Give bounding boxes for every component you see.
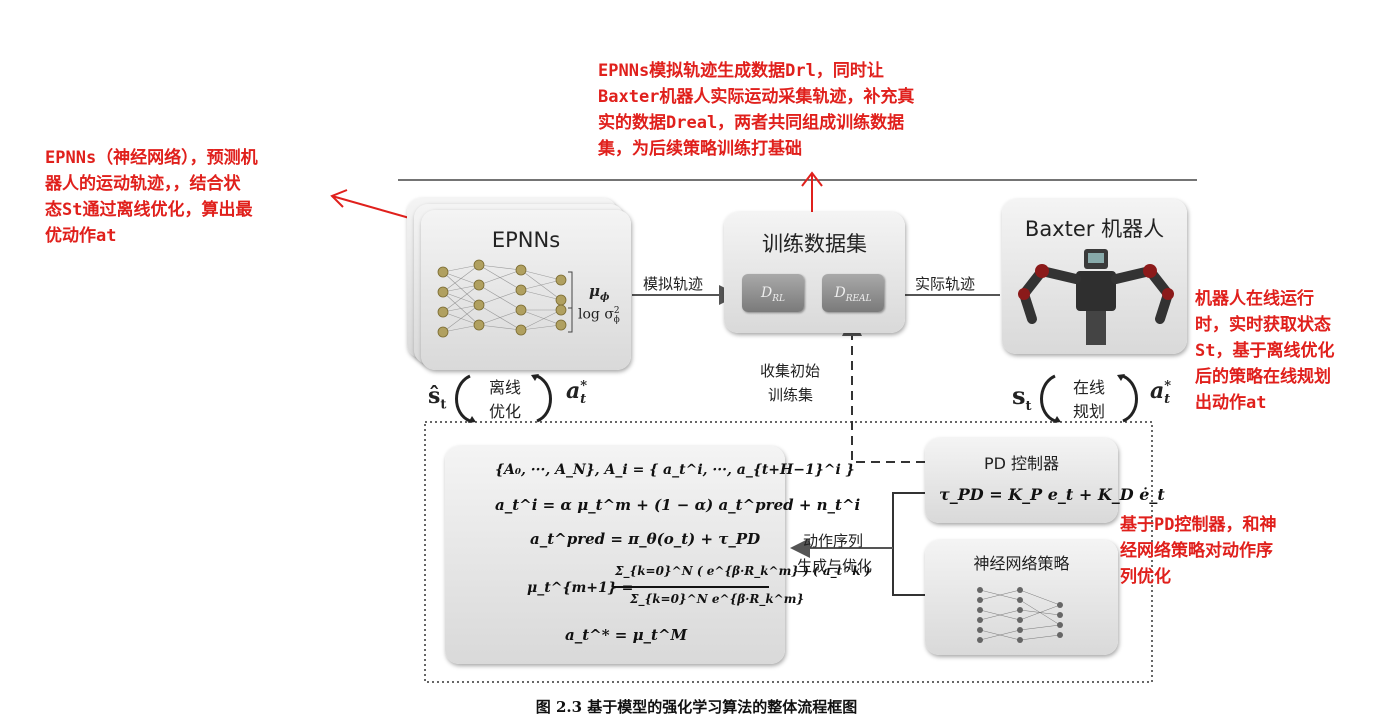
annotation-baxter: 机器人在线运行 时，实时获取状态 St，基于离线优化 后的策略在线规划 出动作a…: [1195, 289, 1335, 413]
online-label-2: 规划: [1073, 402, 1106, 421]
pd-controller-card: PD 控制器 τ_PD = K_P e_t + K_D ė_t: [925, 438, 1165, 523]
baxter-title: Baxter 机器人: [1024, 217, 1165, 241]
formula-action-pred: a_t^pred = π_θ(o_t) + τ_PD: [530, 530, 761, 548]
offline-label-2: 优化: [489, 402, 522, 421]
mu-phi-label: μϕ: [589, 282, 610, 303]
formula-mu-lhs: μ_t^{m+1} =: [527, 580, 634, 596]
epnns-title: EPNNs: [491, 228, 561, 252]
formula-action-set: {A₀, ···, A_N}, A_i = { a_t^i, ···, a_{t…: [495, 462, 855, 478]
sim-trajectory-label: 模拟轨迹: [643, 275, 704, 293]
sequence-label-2: 生成与优化: [797, 557, 873, 575]
offline-arc-left: [455, 374, 471, 423]
online-arc-left: [1040, 374, 1056, 423]
formula-final-action: a_t^* = μ_t^M: [565, 626, 688, 644]
sequence-label-1: 动作序列: [803, 532, 864, 550]
optimization-region: [424, 421, 1153, 683]
online-action: a*t: [1150, 378, 1172, 408]
formulas-card: {A₀, ···, A_N}, A_i = { a_t^i, ···, a_{t…: [445, 446, 870, 664]
offline-action: a*t: [566, 378, 588, 408]
d-rl-box: DRL: [742, 274, 804, 312]
policy-card: 神经网络策略: [925, 540, 1118, 655]
figure-caption: 图 2.3 基于模型的强化学习算法的整体流程框图: [535, 698, 858, 716]
collect-label-2: 训练集: [768, 386, 814, 404]
dataset-card: 训练数据集 DRL DREAL: [724, 212, 905, 333]
offline-state: ŝt: [428, 383, 447, 413]
epnns-network-icon: [437, 259, 573, 338]
online-label-1: 在线: [1073, 378, 1106, 397]
baxter-card: Baxter 机器人: [1002, 199, 1187, 354]
online-state: st: [1012, 381, 1032, 414]
collect-dashed-arrow: [842, 316, 925, 463]
dataset-title: 训练数据集: [762, 232, 867, 256]
policy-title: 神经网络策略: [973, 554, 1070, 573]
d-real-box: DREAL: [822, 274, 884, 312]
annotation-dataset: EPNNs模拟轨迹生成数据Drl，同时让 Baxter机器人实际运动采集轨迹，补…: [598, 61, 915, 159]
formula-mu-numerator: Σ_{k=0}^N ( e^{β·R_k^m} ) ( a_t^k ): [615, 564, 871, 578]
formula-mu-denominator: Σ_{k=0}^N e^{β·R_k^m}: [630, 592, 805, 606]
real-trajectory-label: 实际轨迹: [915, 275, 976, 293]
annotation-epnns: EPNNs（神经网络），预测机 器人的运动轨迹，，结合状 态St通过离线优化，算…: [45, 148, 258, 246]
formula-action-sample: a_t^i = α μ_t^m + (1 − α) a_t^pred + n_t…: [495, 496, 861, 514]
baxter-robot-icon: [1018, 249, 1174, 345]
offline-label-1: 离线: [489, 378, 522, 397]
pd-formula: τ_PD = K_P e_t + K_D ė_t: [939, 485, 1165, 504]
fraction-bar: [613, 586, 769, 588]
offline-arc-right: [536, 374, 552, 423]
pd-title: PD 控制器: [983, 454, 1060, 473]
merge-bracket: [892, 492, 925, 596]
annotation-pd-policy: 基于PD控制器，和神 经网络策略对动作序 列优化: [1120, 515, 1277, 587]
policy-network-icon: [977, 587, 1063, 643]
epnns-card: EPNNs μϕ log σ2ϕ: [421, 210, 631, 370]
collect-label-1: 收集初始: [760, 362, 821, 380]
log-sigma-label: log σ2ϕ: [578, 306, 620, 326]
online-arc-right: [1122, 374, 1138, 423]
